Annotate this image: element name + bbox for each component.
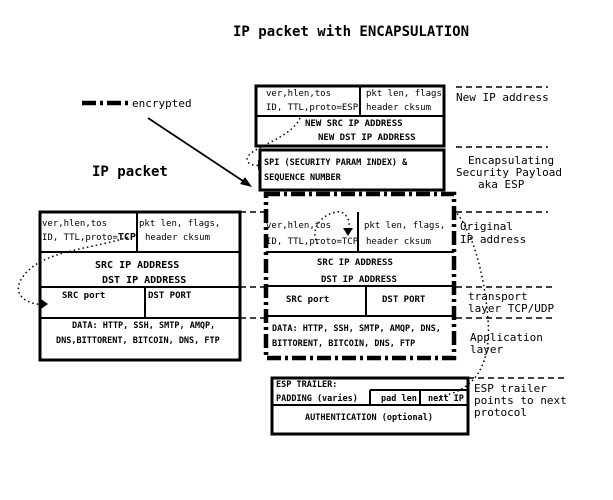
encapsulated-packet: ver,hlen,tos ID, TTL,proto=ESP pkt len, … (246, 84, 490, 436)
annot-trailer-2: points to next (474, 394, 567, 407)
annot-app-1: Application (470, 331, 543, 344)
annot-transport-1: transport (468, 290, 528, 303)
annot-trailer-3: protocol (474, 406, 527, 419)
left-ver-hlen-tos: ver,hlen,tos (42, 219, 107, 229)
annot-esp-3: aka ESP (478, 178, 525, 191)
orig-ver-hlen-tos: ver,hlen,tos (266, 221, 331, 231)
new-src-ip: NEW SRC IP ADDRESS (305, 119, 403, 129)
left-id-ttl-proto: ID, TTL,proto=TCP (42, 232, 136, 243)
annot-app-2: layer (470, 343, 503, 356)
orig-data-line-2: BITTORENT, BITCOIN, DNS, FTP (272, 339, 415, 349)
left-header-cksum: header cksum (145, 233, 210, 243)
left-data-line-1: DATA: HTTP, SSH, SMTP, AMQP, (72, 321, 215, 331)
left-pkt-len-flags: pkt len, flags, (139, 219, 220, 229)
spi-line-2: SEQUENCE NUMBER (264, 173, 342, 183)
new-id-ttl-proto: ID, TTL,proto=ESP (266, 103, 359, 113)
annot-orig-1: Original (460, 220, 513, 233)
original-ip-packet: ver,hlen,tos ID, TTL,proto=TCP pkt len, … (17, 210, 242, 362)
annot-esp-1: Encapsulating (468, 154, 554, 167)
new-ver-hlen-tos: ver,hlen,tos (266, 89, 331, 99)
left-dst-ip: DST IP ADDRESS (102, 275, 186, 286)
trailer-next-ip: next IP (428, 394, 464, 404)
annot-transport-2: layer TCP/UDP (468, 302, 554, 315)
new-proto-pointer (246, 117, 301, 167)
new-pkt-len-flags: pkt len, flags (366, 89, 442, 99)
new-header-cksum: header cksum (366, 103, 431, 113)
spi-line-1: SPI (SECURITY PARAM INDEX) & (264, 158, 408, 168)
left-dst-port: DST PORT (148, 291, 192, 301)
guide-lines (240, 86, 568, 379)
left-data-line-2: DNS,BITTORENT, BITCOIN, DNS, FTP (56, 336, 220, 346)
orig-header-cksum: header cksum (366, 237, 431, 247)
legend: encrypted (82, 97, 192, 110)
annotations: New IP address Encapsulating Security Pa… (456, 91, 567, 419)
trailer-pad-len: pad len (381, 394, 417, 404)
left-src-port: SRC port (62, 291, 105, 301)
annot-orig-2: IP address (460, 233, 526, 246)
new-dst-ip: NEW DST IP ADDRESS (318, 133, 416, 143)
annot-esp-2: Security Payload (456, 166, 562, 179)
encrypted-boundary (263, 191, 457, 361)
orig-pkt-len-flags: pkt len, flags, (364, 221, 445, 231)
orig-id-ttl-proto: ID, TTL,proto=TCP (266, 237, 359, 247)
orig-dst-ip: DST IP ADDRESS (321, 275, 397, 285)
orig-src-ip: SRC IP ADDRESS (317, 258, 393, 268)
left-src-ip: SRC IP ADDRESS (95, 260, 179, 271)
legend-label: encrypted (132, 97, 192, 110)
trailer-authentication: AUTHENTICATION (optional) (305, 412, 433, 423)
orig-data-line-1: DATA: HTTP, SSH, SMTP, AMQP, DNS, (272, 324, 441, 334)
annot-new-ip: New IP address (456, 91, 549, 104)
diagram-title: IP packet with ENCAPSULATION (233, 24, 469, 40)
orig-dst-port: DST PORT (382, 295, 426, 305)
esp-header (258, 148, 446, 192)
encrypted-arrow (147, 117, 252, 187)
ip-packet-heading: IP packet (92, 164, 168, 180)
trailer-padding: PADDING (varies) (276, 393, 358, 404)
trailer-label: ESP TRAILER: (276, 380, 337, 390)
orig-src-port: SRC port (286, 295, 329, 305)
annot-trailer-1: ESP trailer (474, 382, 547, 395)
